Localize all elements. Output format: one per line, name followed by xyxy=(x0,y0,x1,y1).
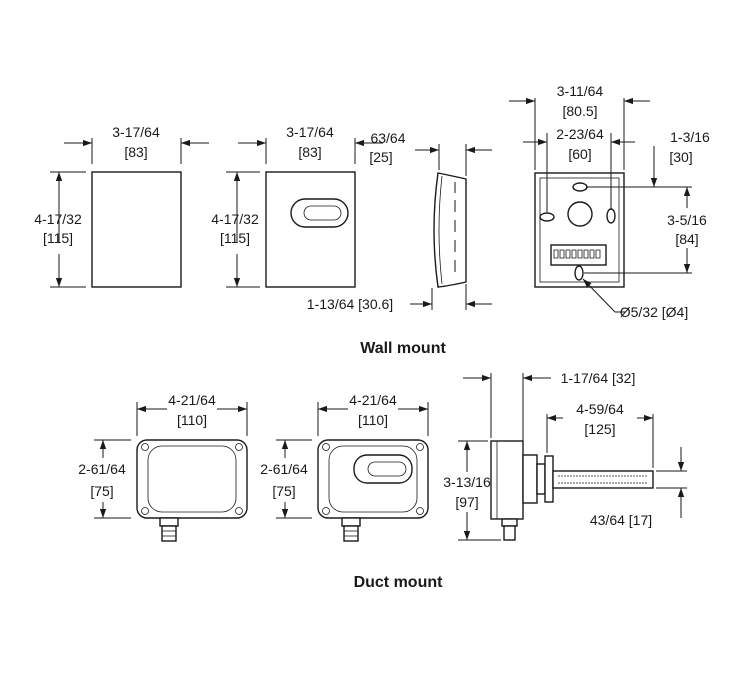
wall-front-width-in: 3-17/64 xyxy=(112,124,160,140)
wall-display-height-mm: [115] xyxy=(220,230,250,246)
duct-front-width-in: 4-21/64 xyxy=(168,392,216,408)
wall-display-width-mm: [83] xyxy=(298,144,321,160)
wall-back-view: 3-11/64 [80.5] 2-23/64 [60] 1-3/16 [30] … xyxy=(509,83,710,320)
duct-front-height-mm: [75] xyxy=(90,483,113,499)
duct-height-mm: [97] xyxy=(455,494,478,510)
duct-display-window xyxy=(353,454,413,484)
duct-front-width-mm: [110] xyxy=(177,412,207,428)
cable-entry-hole xyxy=(567,201,593,227)
duct-enclosure-side xyxy=(490,440,524,520)
cable-gland xyxy=(343,525,359,542)
duct-probe-diameter: 43/64 [17] xyxy=(590,512,652,528)
cable-gland-nut xyxy=(341,517,361,527)
duct-probe-length-mm: [125] xyxy=(584,421,615,437)
wall-front-width-mm: [83] xyxy=(124,144,147,160)
display-window xyxy=(290,198,349,228)
back-offset-in: 1-3/16 xyxy=(670,129,710,145)
cable-gland-nut xyxy=(159,517,179,527)
wall-display-width-in: 3-17/64 xyxy=(286,124,334,140)
wall-side-depth-mm: [25] xyxy=(369,149,392,165)
sensor-probe xyxy=(552,470,654,489)
back-offset-mm: [30] xyxy=(669,149,692,165)
duct-mount-title: Duct mount xyxy=(354,574,444,591)
duct-display-height-in: 2-61/64 xyxy=(260,461,308,477)
duct-front-plain-view: 4-21/64 [110] 2-61/64 [75] xyxy=(78,392,248,542)
wall-enclosure-side xyxy=(433,172,467,288)
terminal-block xyxy=(550,244,607,266)
back-hole-height-in: 3-5/16 xyxy=(667,212,707,228)
back-inner-width-mm: [60] xyxy=(568,146,591,162)
flange-plate xyxy=(544,455,554,503)
mounting-flange xyxy=(522,454,538,504)
wall-display-height-in: 4-17/32 xyxy=(211,211,259,227)
duct-height-in: 3-13/16 xyxy=(443,474,491,490)
wall-enclosure-front-display xyxy=(265,171,356,288)
wall-side-base: 1-13/64 [30.6] xyxy=(307,296,393,312)
wall-side-depth-in: 63/64 xyxy=(370,130,405,146)
side-cable-gland xyxy=(503,525,516,541)
mounting-slot-left xyxy=(539,212,555,222)
duct-probe-length-in: 4-59/64 xyxy=(576,401,624,417)
duct-display-width-in: 4-21/64 xyxy=(349,392,397,408)
duct-display-width-mm: [110] xyxy=(358,412,388,428)
back-outer-width-in: 3-11/64 xyxy=(557,83,604,99)
mounting-slot-right xyxy=(606,208,616,224)
wall-front-height-mm: [115] xyxy=(43,230,73,246)
duct-front-height-in: 2-61/64 xyxy=(78,461,126,477)
back-hole-diameter: Ø5/32 [Ø4] xyxy=(620,304,688,320)
duct-flange-dim: 1-17/64 [32] xyxy=(561,370,636,386)
wall-mount-title: Wall mount xyxy=(360,340,446,357)
flange-collar xyxy=(536,463,546,495)
duct-side-view: 1-17/64 [32] 4-59/64 [125] 3-13/16 [97] … xyxy=(443,370,687,541)
wall-side-view: 63/64 [25] 1-13/64 [30.6] xyxy=(307,130,492,312)
wall-front-display-view: 3-17/64 [83] 4-17/32 [115] xyxy=(211,124,383,288)
mounting-slot-bottom xyxy=(574,265,584,281)
duct-front-display-view: 4-21/64 [110] 2-61/64 [75] xyxy=(260,392,429,542)
wall-front-height-in: 4-17/32 xyxy=(34,211,82,227)
mounting-slot-top xyxy=(572,182,588,192)
cable-gland xyxy=(161,525,177,542)
back-hole-height-mm: [84] xyxy=(675,231,698,247)
duct-display-height-mm: [75] xyxy=(272,483,295,499)
wall-front-plain-view: 3-17/64 [83] 4-17/32 [115] xyxy=(34,124,209,288)
side-cable-gland-nut xyxy=(501,518,518,527)
wall-enclosure-front xyxy=(91,171,182,288)
back-inner-width-in: 2-23/64 xyxy=(556,126,604,142)
duct-enclosure-front xyxy=(136,439,248,519)
back-outer-width-mm: [80.5] xyxy=(562,103,597,119)
